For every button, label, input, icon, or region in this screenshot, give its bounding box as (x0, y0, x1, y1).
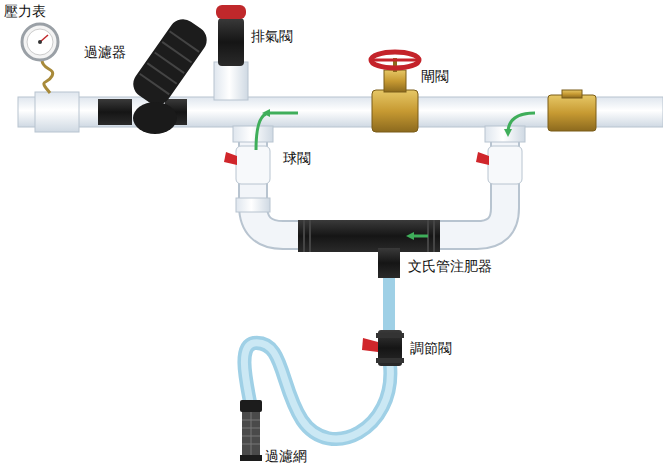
part-label: 調節閥 (410, 340, 452, 357)
part-label: 過濾器 (84, 44, 126, 61)
part-label: 文氏管注肥器 (408, 258, 492, 275)
part-label: 過濾網 (265, 448, 307, 465)
part-label: 排氣閥 (251, 28, 293, 45)
part-label: 壓力表 (4, 3, 46, 20)
part-label: 球閥 (283, 150, 311, 167)
part-label: 閘閥 (421, 68, 449, 85)
